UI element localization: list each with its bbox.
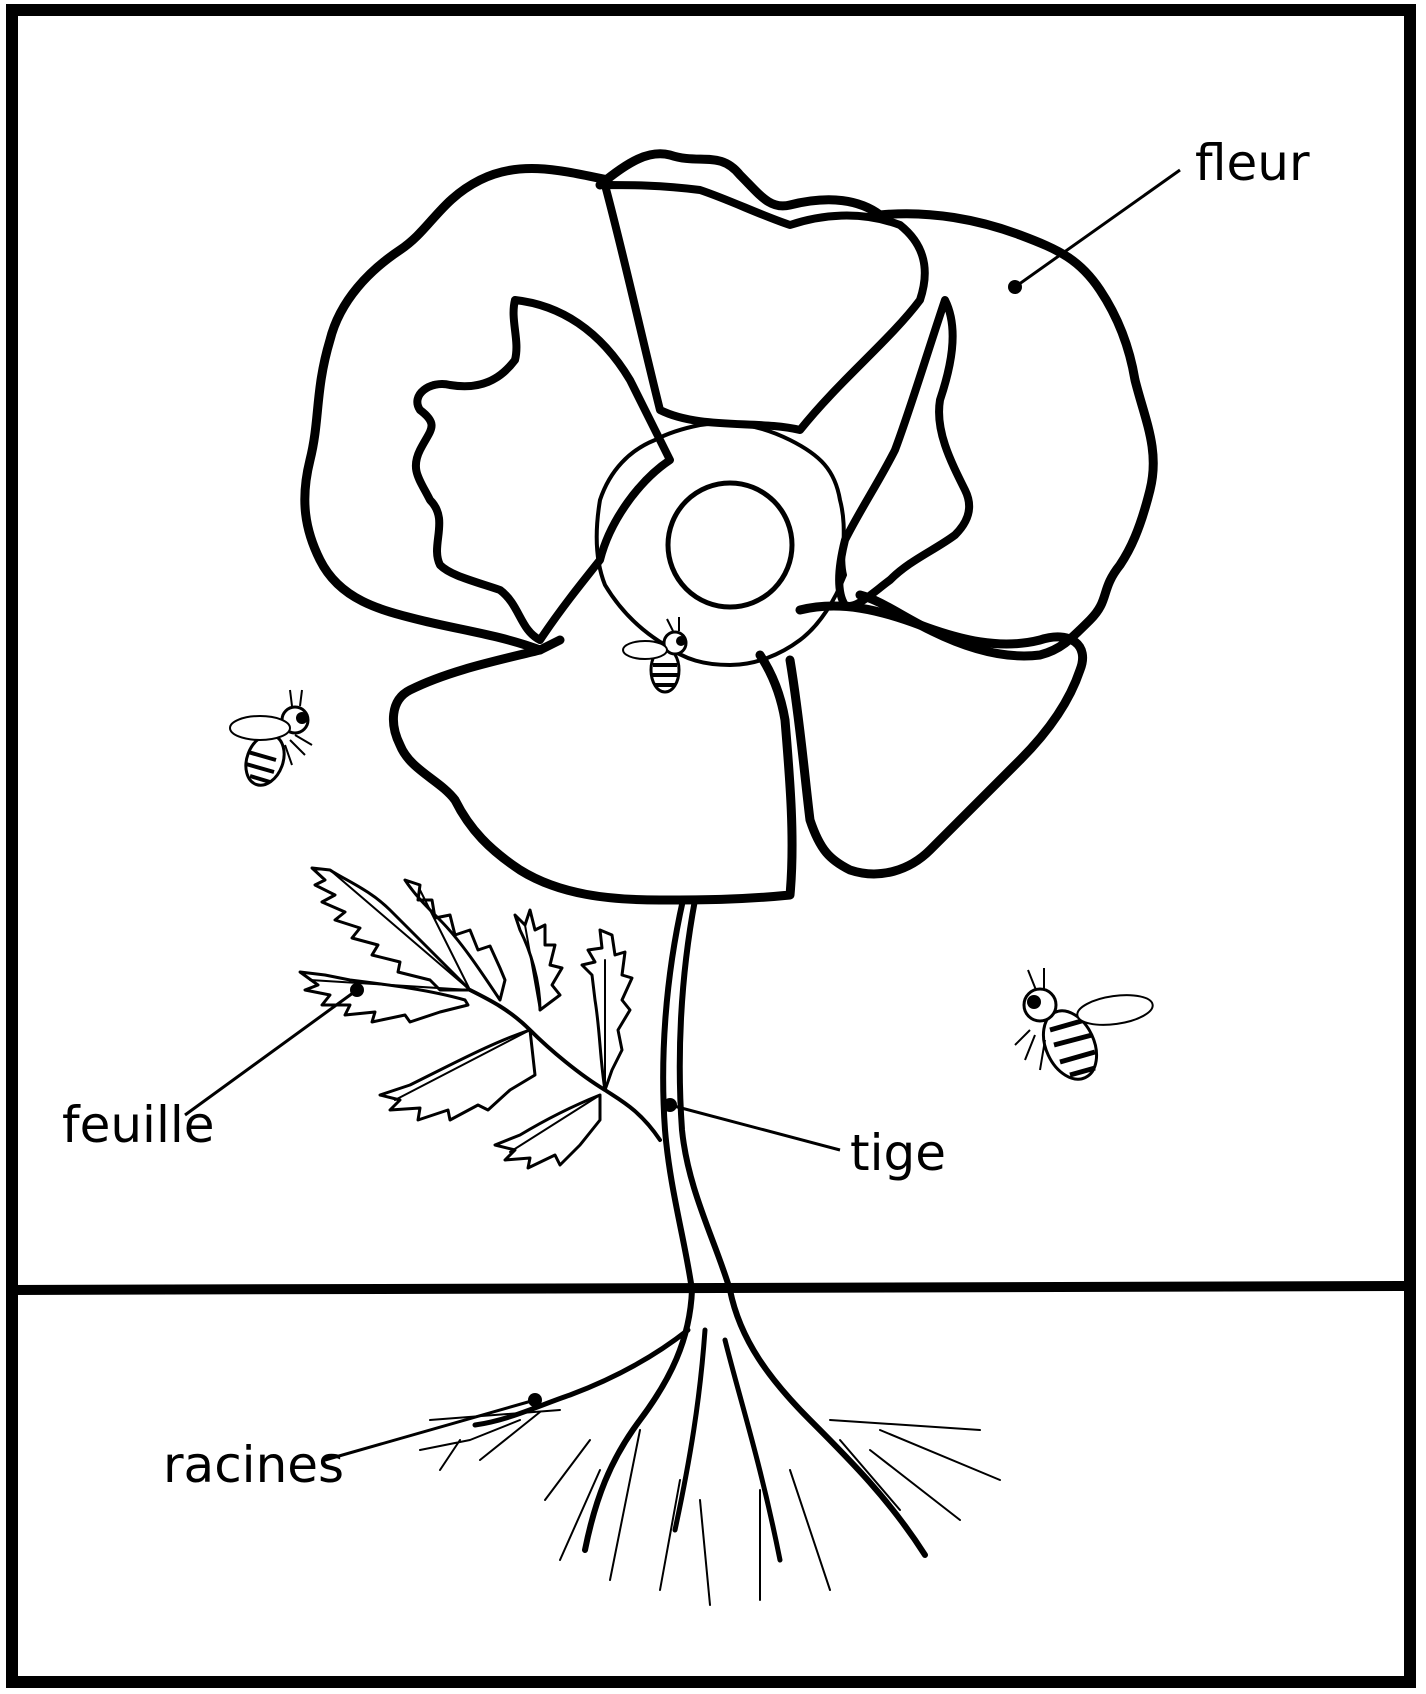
leaf-midribs <box>310 870 605 1152</box>
label-leaf: feuille <box>62 1096 215 1154</box>
stem-right-edge <box>680 900 730 1290</box>
bee-center <box>623 617 686 692</box>
leader-stem-dot <box>663 1098 677 1112</box>
leaflet-right <box>582 930 632 1090</box>
bee-left <box>230 690 312 791</box>
root-fine-hairs <box>420 1410 1000 1605</box>
petal-center-top <box>605 185 925 430</box>
leaflet-top <box>312 868 470 990</box>
label-roots: racines <box>163 1436 344 1494</box>
roots <box>420 1290 1000 1605</box>
leader-flower-dot <box>1008 280 1022 294</box>
leader-roots-dot <box>528 1393 542 1407</box>
leaflet-lower <box>380 1030 535 1120</box>
petal-lower-right <box>790 606 1083 874</box>
label-stem: tige <box>850 1124 946 1182</box>
leader-lines <box>185 170 1180 1460</box>
ground-line <box>12 1286 1410 1290</box>
leaf <box>300 868 632 1168</box>
leader-flower <box>1015 170 1180 287</box>
flower-center-fringe <box>597 423 845 665</box>
petal-upper-left <box>416 300 670 640</box>
root-left-branch <box>475 1330 688 1425</box>
label-flower: fleur <box>1195 134 1310 192</box>
poppy-flower <box>305 154 1154 900</box>
petal-right <box>839 300 969 606</box>
diagram-frame <box>12 10 1410 1682</box>
leader-leaf-dot <box>350 983 364 997</box>
petal-lower-left <box>393 650 792 900</box>
leaflet-middle <box>515 910 562 1010</box>
bee-right <box>1015 968 1155 1088</box>
root-main-left <box>585 1290 692 1550</box>
leader-stem <box>670 1105 840 1150</box>
flower-center-disk <box>668 483 792 607</box>
leader-roots <box>325 1400 535 1460</box>
